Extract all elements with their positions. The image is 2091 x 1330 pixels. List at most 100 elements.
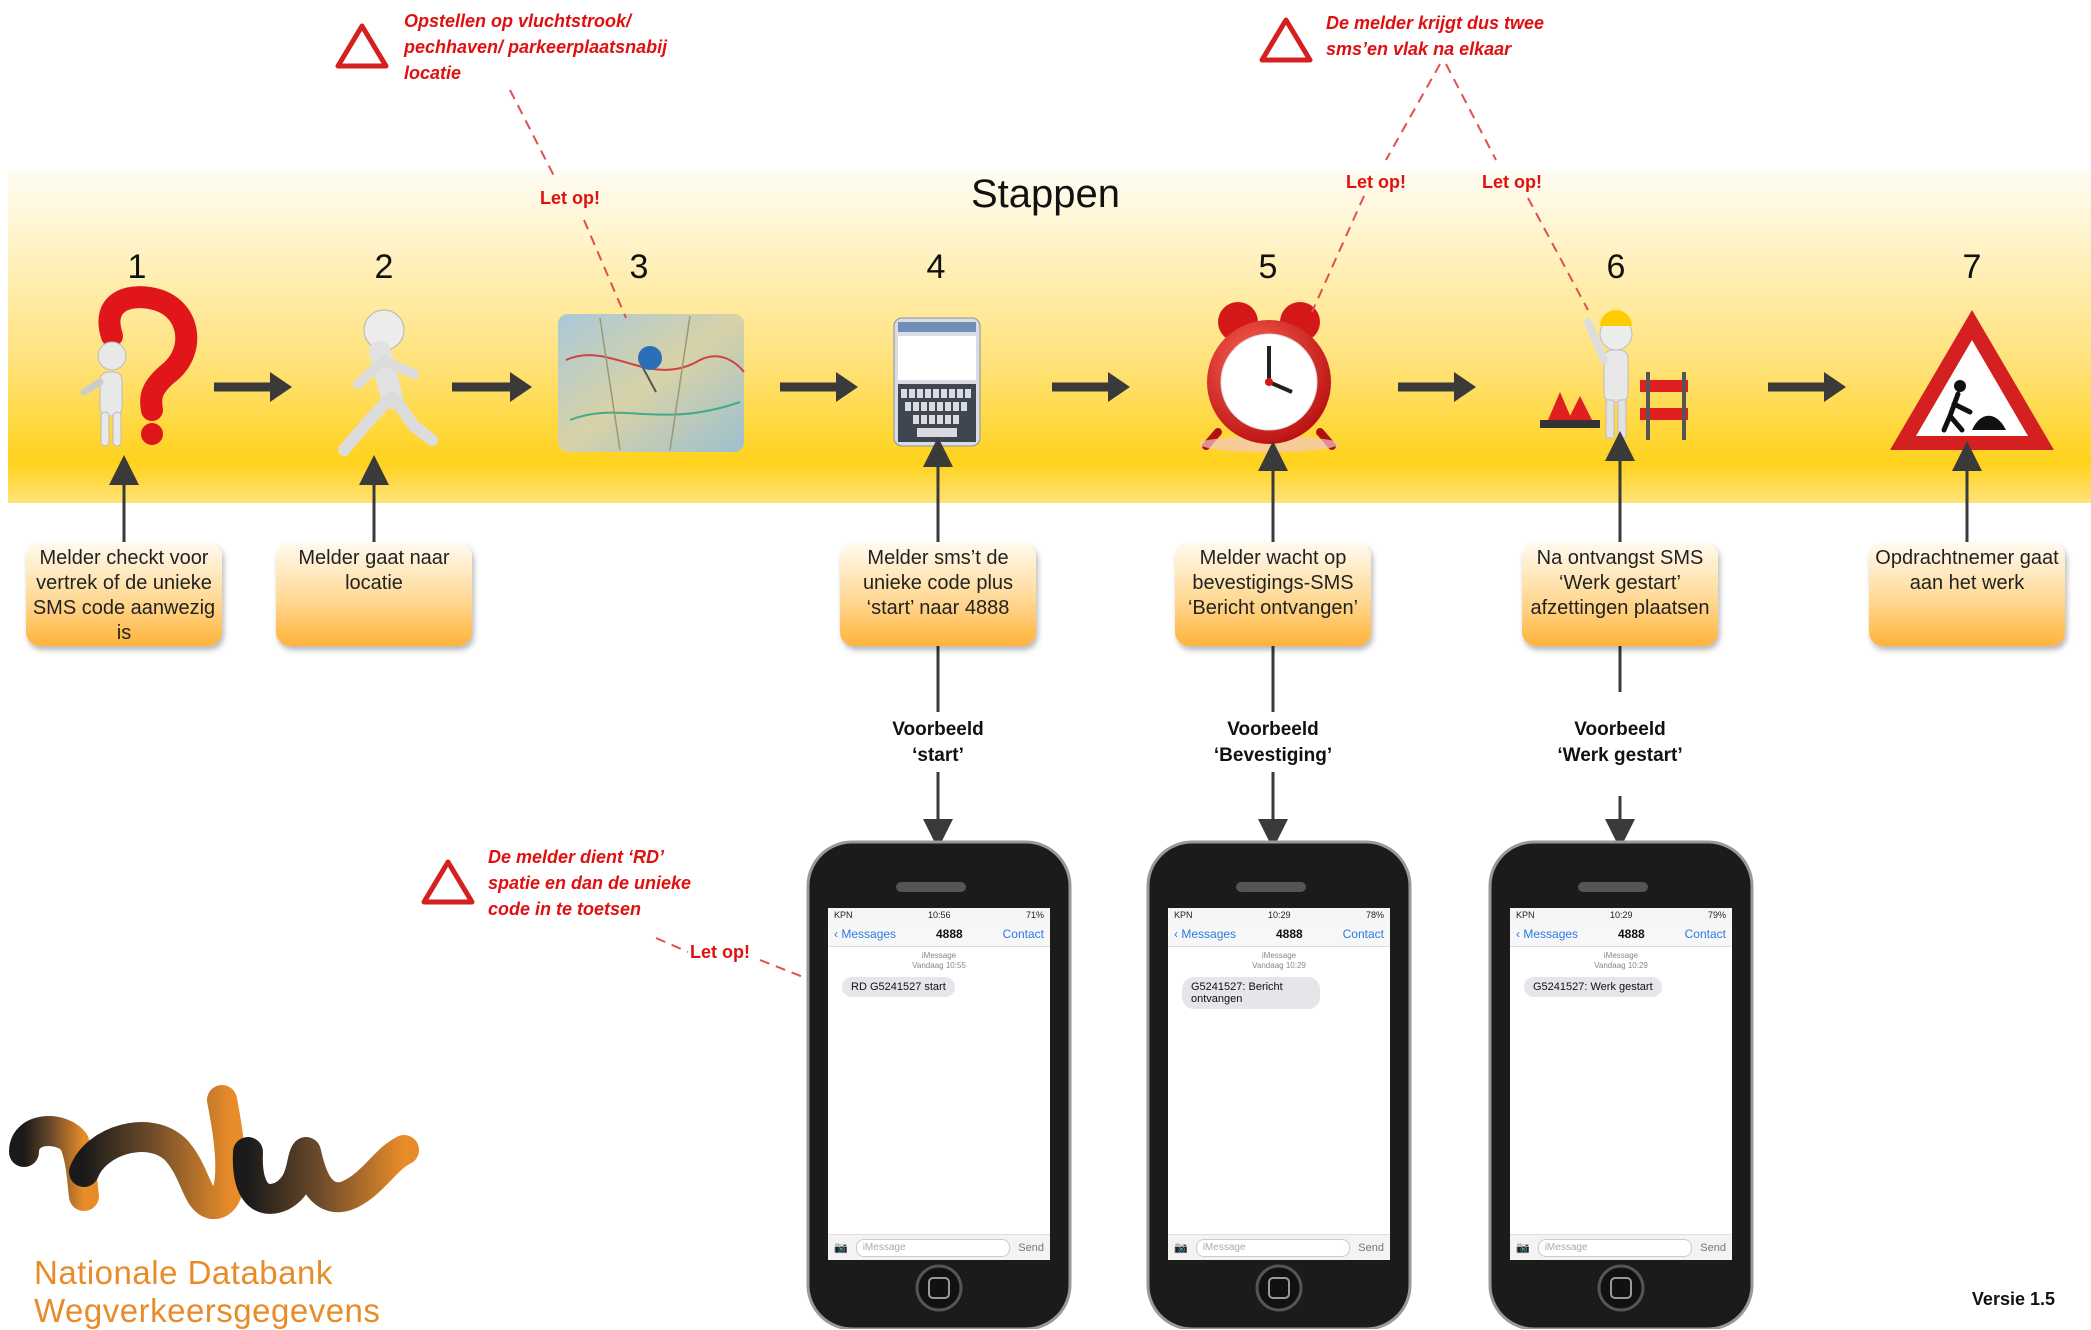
diagram-title: Stappen [970,172,1121,216]
step-box-4: Melder sms’t de unieke code plus ‘start’… [840,542,1036,646]
phone-keyboard-icon [893,317,981,447]
imessage-input[interactable]: iMessage [1537,1238,1693,1257]
step-arrows [214,372,1846,402]
conversation-title: 4888 [935,927,963,941]
camera-icon[interactable]: 📷 [1174,1242,1188,1254]
clock-time: 10:29 [1267,910,1291,920]
back-button-label: Messages [841,927,897,941]
back-button[interactable]: ‹ Messages [1174,927,1237,941]
phone-screen: KPN 10:29 79% ‹ Messages 4888 Contact iM… [1510,908,1732,1260]
back-button-label: Messages [1181,927,1237,941]
step-box-7: Opdrachtnemer gaat aan het werk [1869,542,2065,646]
logo-text-line2: Wegverkeersgegevens [34,1292,381,1329]
send-button[interactable]: Send [1700,1241,1726,1254]
map-pin-icon [558,314,745,452]
question-figure-icon [80,286,198,447]
battery-level: 78% [1365,910,1384,920]
contact-button[interactable]: Contact [1342,927,1384,941]
let-op-label: Let op! [690,942,750,962]
step-number-2: 2 [374,248,394,286]
warning-text-two-sms: De melder krijgt dus twee sms’en vlak na… [1326,13,1545,59]
example-label-start: Voorbeeld ‘start’ [818,717,1058,769]
step-box-5: Melder wacht op bevestigings-SMS ‘Berich… [1175,542,1371,646]
messages-nav-bar: ‹ Messages 4888 Contact [1168,922,1390,947]
box-to-phone-connectors [923,646,1635,849]
back-button[interactable]: ‹ Messages [834,927,897,941]
back-button[interactable]: ‹ Messages [1516,927,1579,941]
step-box-1: Melder checkt voor vertrek of de unieke … [26,542,222,646]
status-bar: KPN 10:29 79% [1510,908,1732,922]
step-number-3: 3 [629,248,649,286]
step-box-2: Melder gaat naar locatie [276,542,472,646]
step-number-5: 5 [1258,248,1278,286]
contact-button[interactable]: Contact [1684,927,1726,941]
step-number-7: 7 [1962,248,1982,286]
send-button[interactable]: Send [1358,1241,1384,1254]
example-label-werk-gestart: Voorbeeld ‘Werk gestart’ [1500,717,1740,769]
example-label-line2: ‘Bevestiging’ [1213,745,1333,766]
message-meta: iMessage Vandaag 10:29 [1510,951,1732,971]
conversation-title: 4888 [1275,927,1303,941]
status-bar: KPN 10:56 71% [828,908,1050,922]
box-to-icon-arrows [109,431,1982,542]
phone-start: KPN 10:56 71% ‹ Messages 4888 Contact iM… [808,842,1070,1329]
example-label-line2: ‘start’ [912,745,964,766]
messages-nav-bar: ‹ Messages 4888 Contact [828,922,1050,947]
step-number-6: 6 [1606,248,1626,286]
warning-pointer-lines [509,63,1589,991]
phone-bevestiging: KPN 10:29 78% ‹ Messages 4888 Contact iM… [1148,842,1410,1329]
ndw-logo-mark [9,1085,419,1219]
message-service: iMessage [1603,951,1639,960]
example-label-line2: ‘Werk gestart’ [1557,745,1683,766]
message-input-bar: 📷 iMessage Send [828,1234,1050,1260]
step-number-4: 4 [926,248,946,286]
back-button-label: Messages [1523,927,1579,941]
message-service: iMessage [921,951,957,960]
alarm-clock-icon [1199,302,1339,452]
battery-level: 71% [1025,910,1044,920]
carrier: KPN [1516,910,1535,920]
message-meta: iMessage Vandaag 10:29 [1168,951,1390,971]
warning-triangle-icon [421,859,475,905]
message-timestamp: Vandaag 10:29 [1252,961,1306,970]
message-timestamp: Vandaag 10:55 [912,961,966,970]
imessage-input[interactable]: iMessage [1195,1238,1351,1257]
warning-text-rd-code: De melder dient ‘RD’ spatie en dan de un… [488,847,692,919]
camera-icon[interactable]: 📷 [834,1242,848,1254]
logo-text-line1: Nationale Databank [34,1254,333,1291]
example-label-line1: Voorbeeld [1227,719,1319,740]
contact-button[interactable]: Contact [1002,927,1044,941]
send-button[interactable]: Send [1018,1241,1044,1254]
conversation-title: 4888 [1617,927,1645,941]
status-bar: KPN 10:29 78% [1168,908,1390,922]
warning-triangle-icon [335,23,389,69]
message-meta: iMessage Vandaag 10:55 [828,951,1050,971]
battery-level: 79% [1707,910,1726,920]
camera-icon[interactable]: 📷 [1516,1242,1530,1254]
message-input-bar: 📷 iMessage Send [1168,1234,1390,1260]
clock-time: 10:56 [927,910,951,920]
imessage-input[interactable]: iMessage [855,1238,1011,1257]
let-op-label: Let op! [540,188,600,208]
step-number-1: 1 [127,248,147,286]
walking-figure-icon [338,309,438,456]
messages-nav-bar: ‹ Messages 4888 Contact [1510,922,1732,947]
example-label-line1: Voorbeeld [1574,719,1666,740]
message-bubble: G5241527: Bericht ontvangen [1182,977,1320,1009]
road-worker-icon [1540,310,1688,440]
steps-band [8,170,2091,503]
message-service: iMessage [1261,951,1297,960]
clock-time: 10:29 [1609,910,1633,920]
let-op-label: Let op! [1346,172,1406,192]
phone-screen: KPN 10:56 71% ‹ Messages 4888 Contact iM… [828,908,1050,1260]
message-timestamp: Vandaag 10:29 [1594,961,1648,970]
carrier: KPN [1174,910,1193,920]
warning-text-location: Opstellen op vluchtstrook/ pechhaven/ pa… [404,11,668,83]
carrier: KPN [834,910,853,920]
version-label: Versie 1.5 [1971,1289,2055,1309]
step-box-6: Na ontvangst SMS ‘Werk gestart’ afzettin… [1522,542,1718,646]
warning-triangle-icon [1259,17,1313,63]
message-bubble: RD G5241527 start [842,977,955,997]
example-label-line1: Voorbeeld [892,719,984,740]
roadworks-sign-icon [1890,310,2054,450]
